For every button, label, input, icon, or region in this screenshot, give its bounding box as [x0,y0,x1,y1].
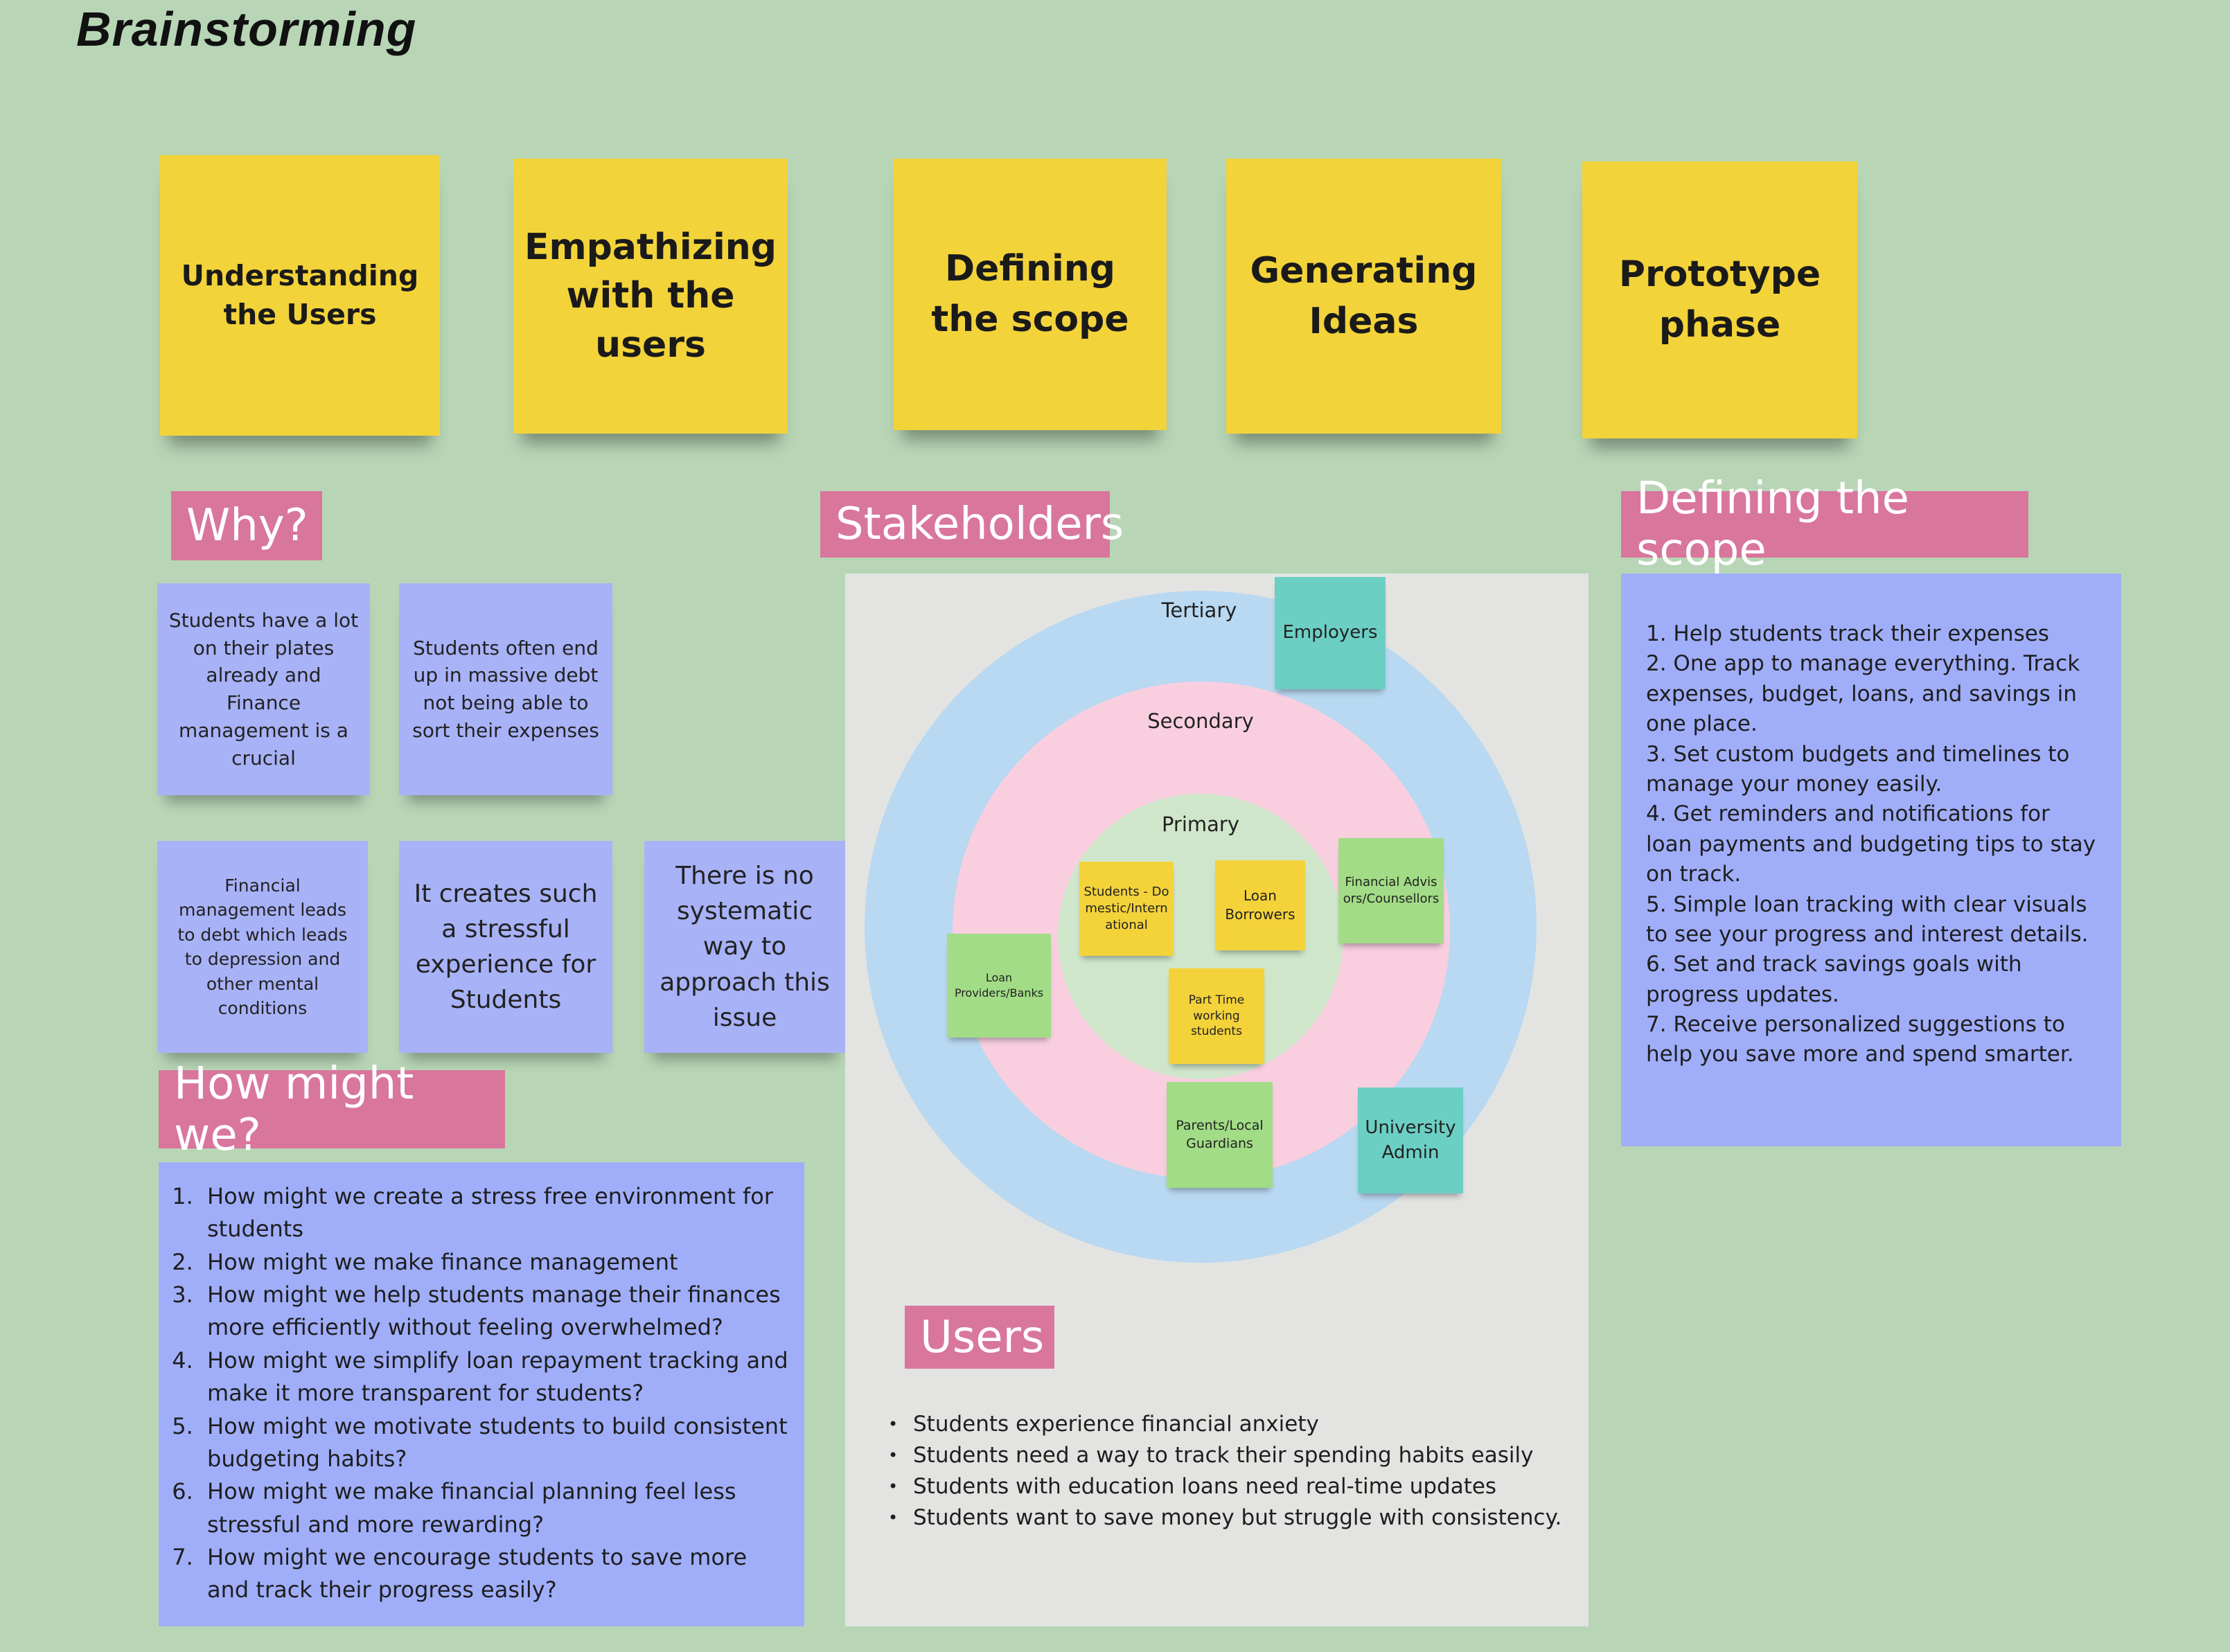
hmw-item: How might we make finance management [200,1246,790,1279]
why-note-1[interactable]: Students have a lot on their plates alre… [157,583,370,795]
stakeholder-note-parents[interactable]: Parents/Local Guardians [1167,1082,1273,1188]
users-label: Users [905,1306,1054,1369]
hmw-item: How might we encourage students to save … [200,1541,790,1607]
stakeholder-note-university-admin[interactable]: University Admin [1358,1087,1463,1193]
why-note-3[interactable]: Financial management leads to debt which… [157,841,368,1053]
hmw-item: How might we help students manage their … [200,1279,790,1344]
scope-item: 1. Help students track their expenses [1646,621,2049,646]
users-list-item: Students experience financial anxiety [888,1409,1581,1440]
phase-note-defining-scope[interactable]: Defining the scope [894,159,1167,430]
why-note-2[interactable]: Students often end up in massive debt no… [399,583,612,795]
users-list-item: Students need a way to track their spend… [888,1440,1581,1471]
stakeholder-note-students[interactable]: Students - Domestic/International [1079,862,1174,956]
phase-note-understanding[interactable]: Understanding the Users [160,155,440,436]
hmw-list: How might we create a stress free enviro… [159,1180,790,1607]
hmw-label: How might we? [159,1058,505,1161]
scope-item: 5. Simple loan tracking with clear visua… [1646,891,2089,947]
stakeholders-label: Stakeholders [820,491,1124,558]
users-list-item: Students want to save money but struggle… [888,1502,1581,1534]
hmw-item: How might we make financial planning fee… [200,1475,790,1541]
scope-list-panel: 1. Help students track their expenses 2.… [1621,574,2121,1146]
phase-note-label: Defining the scope [931,248,1129,340]
primary-ring-label: Primary [1161,812,1240,836]
hmw-list-panel: How might we create a stress free enviro… [159,1162,804,1626]
phase-note-prototype[interactable]: Prototype phase [1582,161,1857,438]
phase-note-label: Prototype phase [1618,254,1821,346]
scope-item: 2. One app to manage everything. Track e… [1646,651,2080,737]
tertiary-ring-label: Tertiary [1161,598,1237,622]
stakeholders-panel: Tertiary Secondary Primary Employers Stu… [845,574,1589,1626]
why-label: Why? [171,491,322,560]
scope-label: Defining the scope [1621,473,2028,576]
stakeholder-note-loan-borrowers[interactable]: Loan Borrowers [1215,860,1305,950]
secondary-ring-label: Secondary [1147,709,1254,733]
hmw-item: How might we motivate students to build … [200,1410,790,1476]
hmw-item: How might we create a stress free enviro… [200,1180,790,1246]
phase-note-label: Generating Ideas [1250,249,1478,342]
phase-note-generating-ideas[interactable]: Generating Ideas [1226,159,1501,434]
stakeholder-note-loan-providers[interactable]: Loan Providers/Banks [947,934,1051,1038]
scope-item: 7. Receive personalized suggestions to h… [1646,1012,2074,1067]
board-title: Brainstorming [76,2,417,56]
why-note-5[interactable]: There is no systematic way to approach t… [644,841,845,1053]
scope-item: 3. Set custom budgets and timelines to m… [1646,741,2070,797]
phase-note-label: Understanding the Users [181,259,419,331]
phase-note-empathizing[interactable]: Empathizing with the users [513,159,788,434]
stakeholder-note-employers[interactable]: Employers [1275,577,1386,689]
why-note-4[interactable]: It creates such a stressful experience f… [399,841,612,1053]
scope-item: 4. Get reminders and notifications for l… [1646,801,2096,887]
scope-item: 6. Set and track savings goals with prog… [1646,952,2022,1007]
users-list-item: Students with education loans need real-… [888,1471,1581,1502]
users-list: Students experience financial anxiety St… [888,1409,1581,1534]
stakeholder-note-part-time[interactable]: Part Time working students [1169,968,1264,1064]
hmw-item: How might we simplify loan repayment tra… [200,1344,790,1410]
stakeholder-note-financial-advisors[interactable]: Financial Advisors/Counsellors [1338,838,1444,943]
phase-note-label: Empathizing with the users [524,227,777,366]
